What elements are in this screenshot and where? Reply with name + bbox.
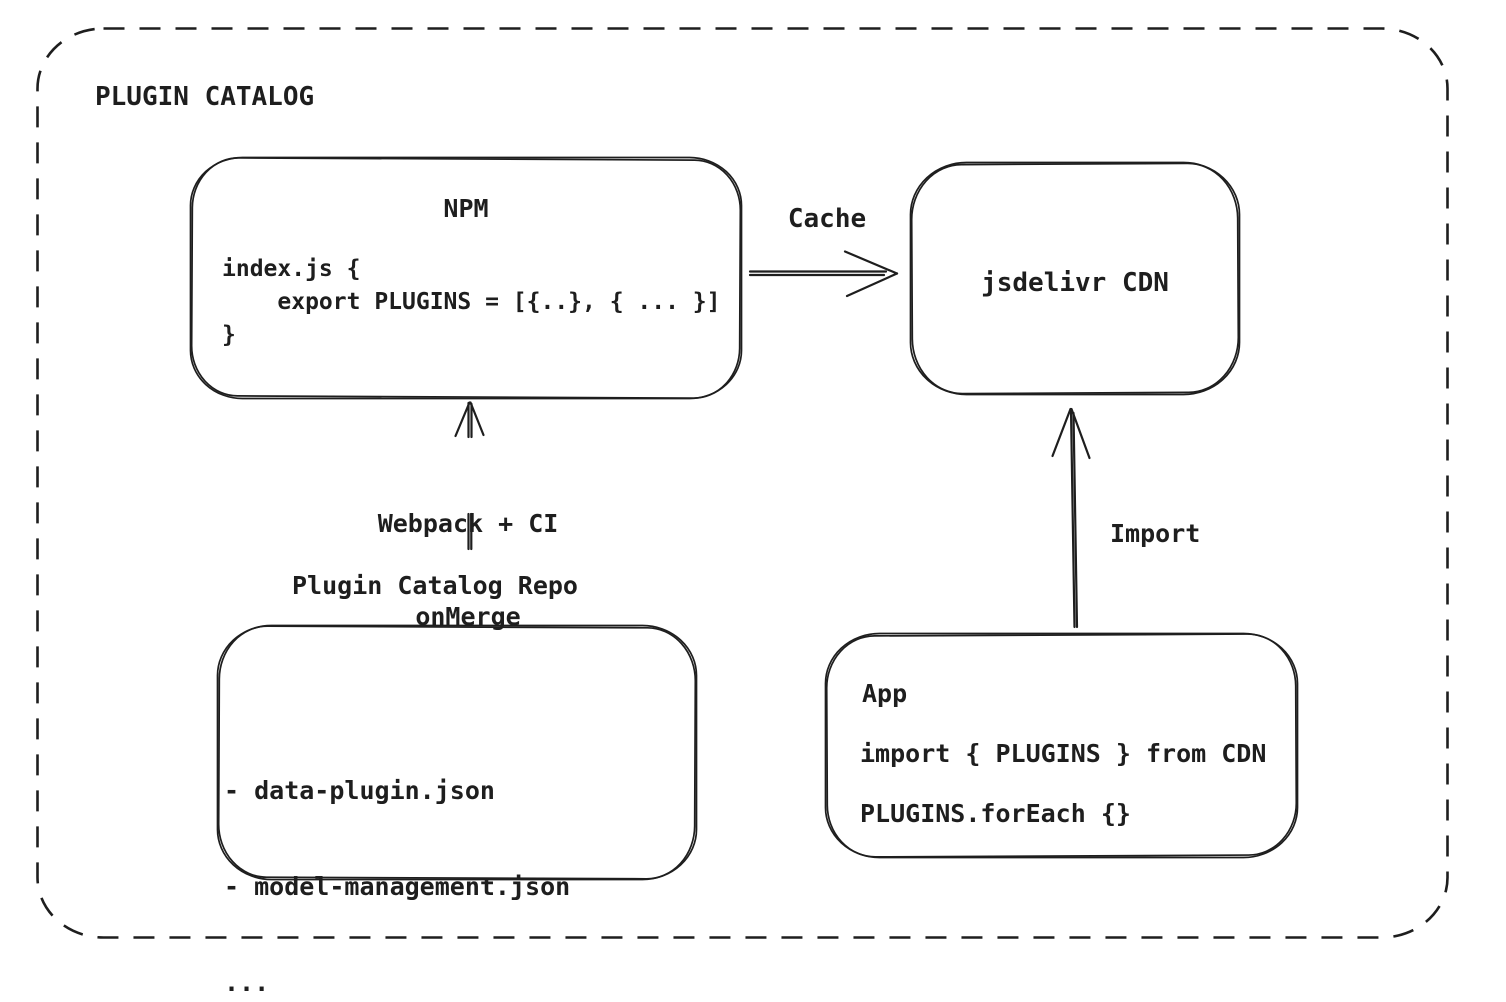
cdn-box-title: jsdelivr CDN xyxy=(981,268,1169,298)
repo-file-item-ellipsis: ... xyxy=(224,968,270,997)
npm-box-shape xyxy=(189,156,743,400)
catalog-boundary-box xyxy=(36,27,1449,939)
repo-box-shape xyxy=(216,624,698,881)
cache-arrow xyxy=(748,250,899,298)
build-arrow xyxy=(454,401,485,551)
repo-box-heading: Plugin Catalog Repo xyxy=(292,571,578,600)
app-code-line-import: import { PLUGINS } from CDN xyxy=(860,739,1267,768)
repo-file-item: - data-plugin.json xyxy=(224,776,495,805)
cache-arrow-label: Cache xyxy=(787,204,867,234)
npm-code-snippet: index.js { export PLUGINS = [{..}, { ...… xyxy=(222,256,721,348)
build-arrow-label: Webpack + CI onMerge xyxy=(338,446,598,694)
build-arrow-label-line1: Webpack + CI xyxy=(377,509,559,538)
app-code-line-foreach: PLUGINS.forEach {} xyxy=(860,799,1131,828)
npm-box-title: NPM xyxy=(443,194,489,223)
app-box-title: App xyxy=(862,679,908,708)
import-arrow-label: Import xyxy=(1110,519,1201,548)
import-arrow xyxy=(1051,407,1091,629)
repo-file-item: - model-management.json xyxy=(224,872,571,901)
build-arrow-label-line2: onMerge xyxy=(415,602,521,631)
diagram-title: PLUGIN CATALOG xyxy=(95,82,315,112)
cdn-box-shape xyxy=(909,161,1241,396)
repo-file-list: - data-plugin.json - model-management.js… xyxy=(224,711,570,1002)
app-box-shape xyxy=(824,632,1299,859)
